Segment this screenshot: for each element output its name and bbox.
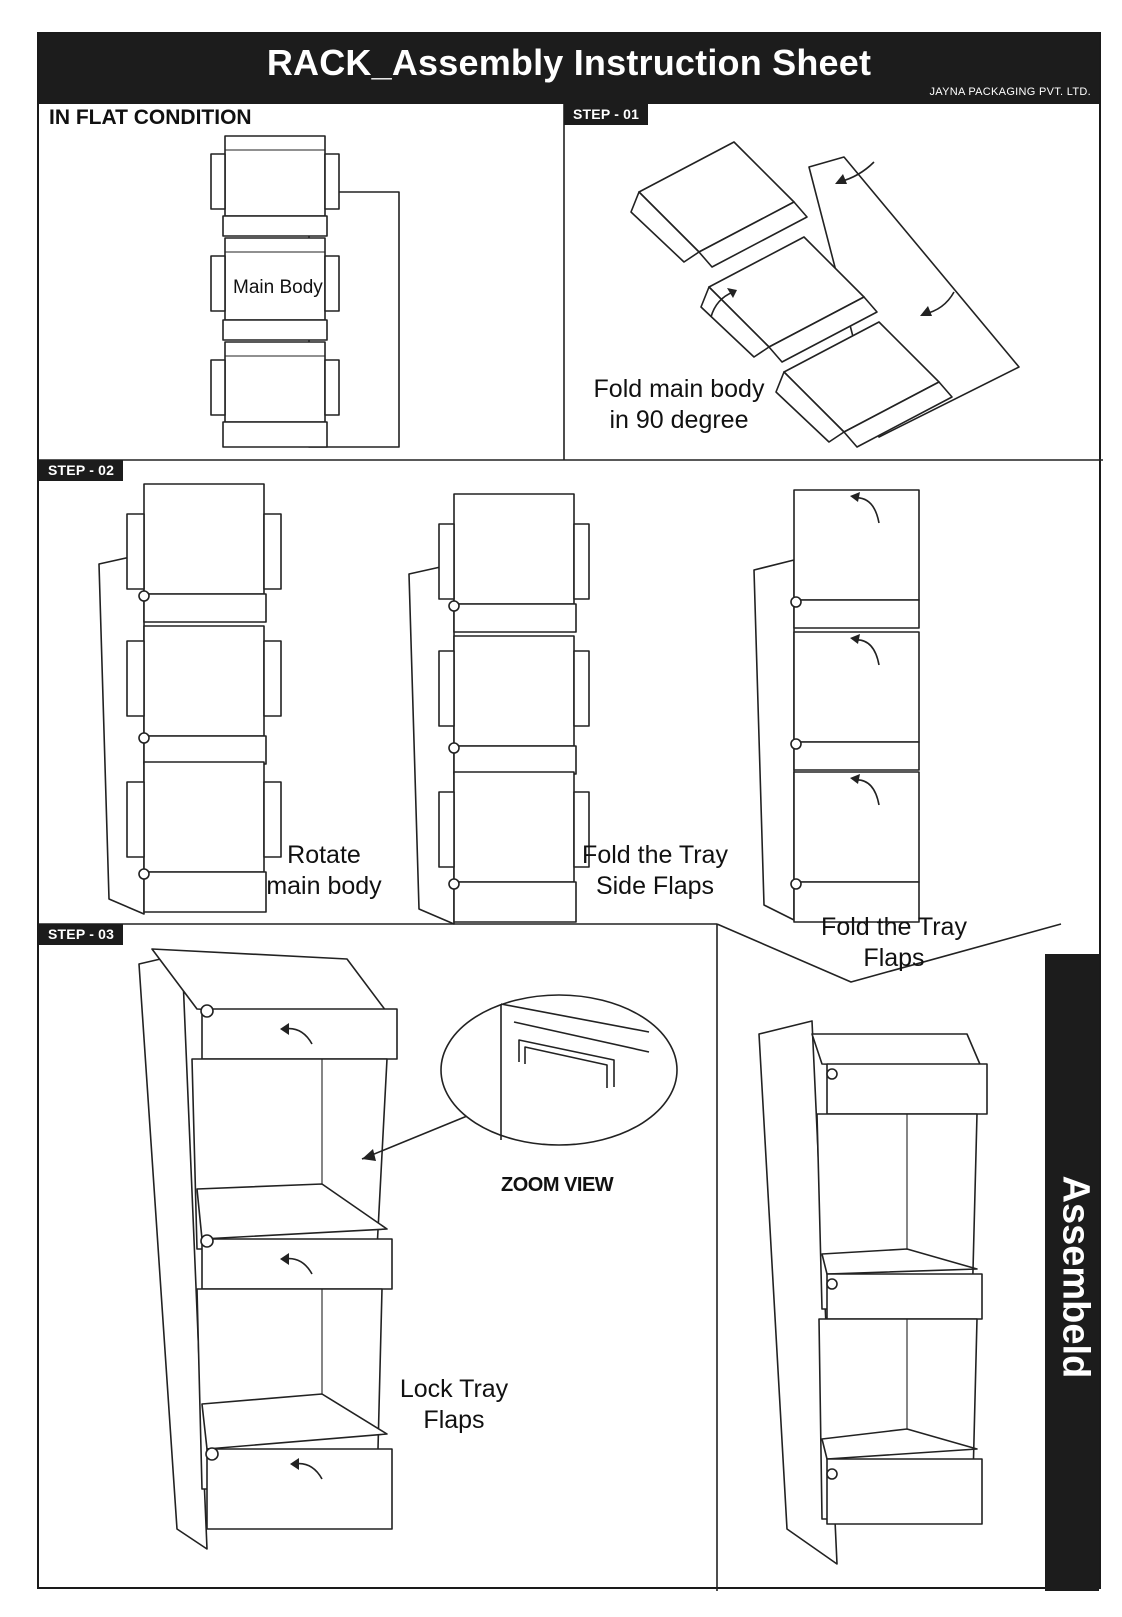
zoom-view-circle bbox=[440, 994, 678, 1146]
panel-grid bbox=[39, 104, 1103, 1591]
step-01-caption-line2: in 90 degree bbox=[609, 406, 749, 434]
step-01-drawing bbox=[630, 141, 1020, 448]
step-02-rack-side-flaps bbox=[408, 493, 590, 925]
step-01-caption-line1: Fold main body bbox=[593, 375, 765, 403]
step-03-panel: STEP - 03 bbox=[39, 924, 717, 1591]
step-02-rack-tray-flaps bbox=[753, 489, 920, 923]
step-02-caption-tray-flaps-line2: Flaps bbox=[863, 944, 925, 972]
step-02-tag: STEP - 02 bbox=[39, 460, 124, 481]
flat-condition-panel: IN FLAT CONDITION bbox=[39, 104, 564, 460]
sheet-title: RACK_Assembly Instruction Sheet bbox=[266, 42, 872, 83]
step-02-caption-tray-flaps: Fold the Tray Flaps bbox=[804, 912, 984, 974]
company-name: JAYNA PACKAGING PVT. LTD. bbox=[929, 86, 1091, 98]
step-02-caption-rotate: Rotate main body bbox=[254, 840, 394, 902]
step-02-panel: STEP - 02 bbox=[39, 460, 1103, 925]
step-02-rack-rotated bbox=[98, 483, 282, 915]
step-02-caption-tray-flaps-line1: Fold the Tray bbox=[821, 913, 967, 941]
zoom-view-label: ZOOM VIEW bbox=[501, 1174, 614, 1196]
step-02-caption-side-flaps-line1: Fold the Tray bbox=[582, 841, 728, 869]
step-03-tag: STEP - 03 bbox=[39, 924, 124, 945]
step-02-caption-side-flaps-line2: Side Flaps bbox=[595, 872, 715, 900]
step-02-caption-rotate-line1: Rotate bbox=[287, 841, 361, 869]
main-body-label: Main Body bbox=[233, 277, 323, 298]
assembled-rack-drawing bbox=[758, 1020, 988, 1565]
step-03-caption-line1: Lock Tray bbox=[399, 1375, 509, 1403]
step-03-caption-line2: Flaps bbox=[423, 1406, 485, 1434]
step-02-caption-side-flaps: Fold the Tray Side Flaps bbox=[575, 840, 735, 902]
header-bar: RACK_Assembly Instruction Sheet JAYNA PA… bbox=[39, 34, 1099, 104]
assembled-label: Assembeld bbox=[1054, 1175, 1097, 1379]
flat-condition-label: IN FLAT CONDITION bbox=[49, 106, 252, 129]
instruction-sheet: RACK_Assembly Instruction Sheet JAYNA PA… bbox=[37, 32, 1103, 1591]
step-03-caption: Lock Tray Flaps bbox=[384, 1374, 524, 1436]
step-02-caption-rotate-line2: main body bbox=[266, 872, 382, 900]
assembled-side-band bbox=[1045, 954, 1099, 1591]
step-03-rack-drawing bbox=[138, 948, 473, 1550]
step-01-caption: Fold main body in 90 degree bbox=[574, 374, 784, 436]
step-01-panel: STEP - 01 bbox=[564, 104, 1103, 460]
step-01-tag: STEP - 01 bbox=[564, 104, 649, 125]
assembled-panel bbox=[717, 924, 1103, 1591]
flat-main-body-drawing bbox=[210, 135, 400, 448]
